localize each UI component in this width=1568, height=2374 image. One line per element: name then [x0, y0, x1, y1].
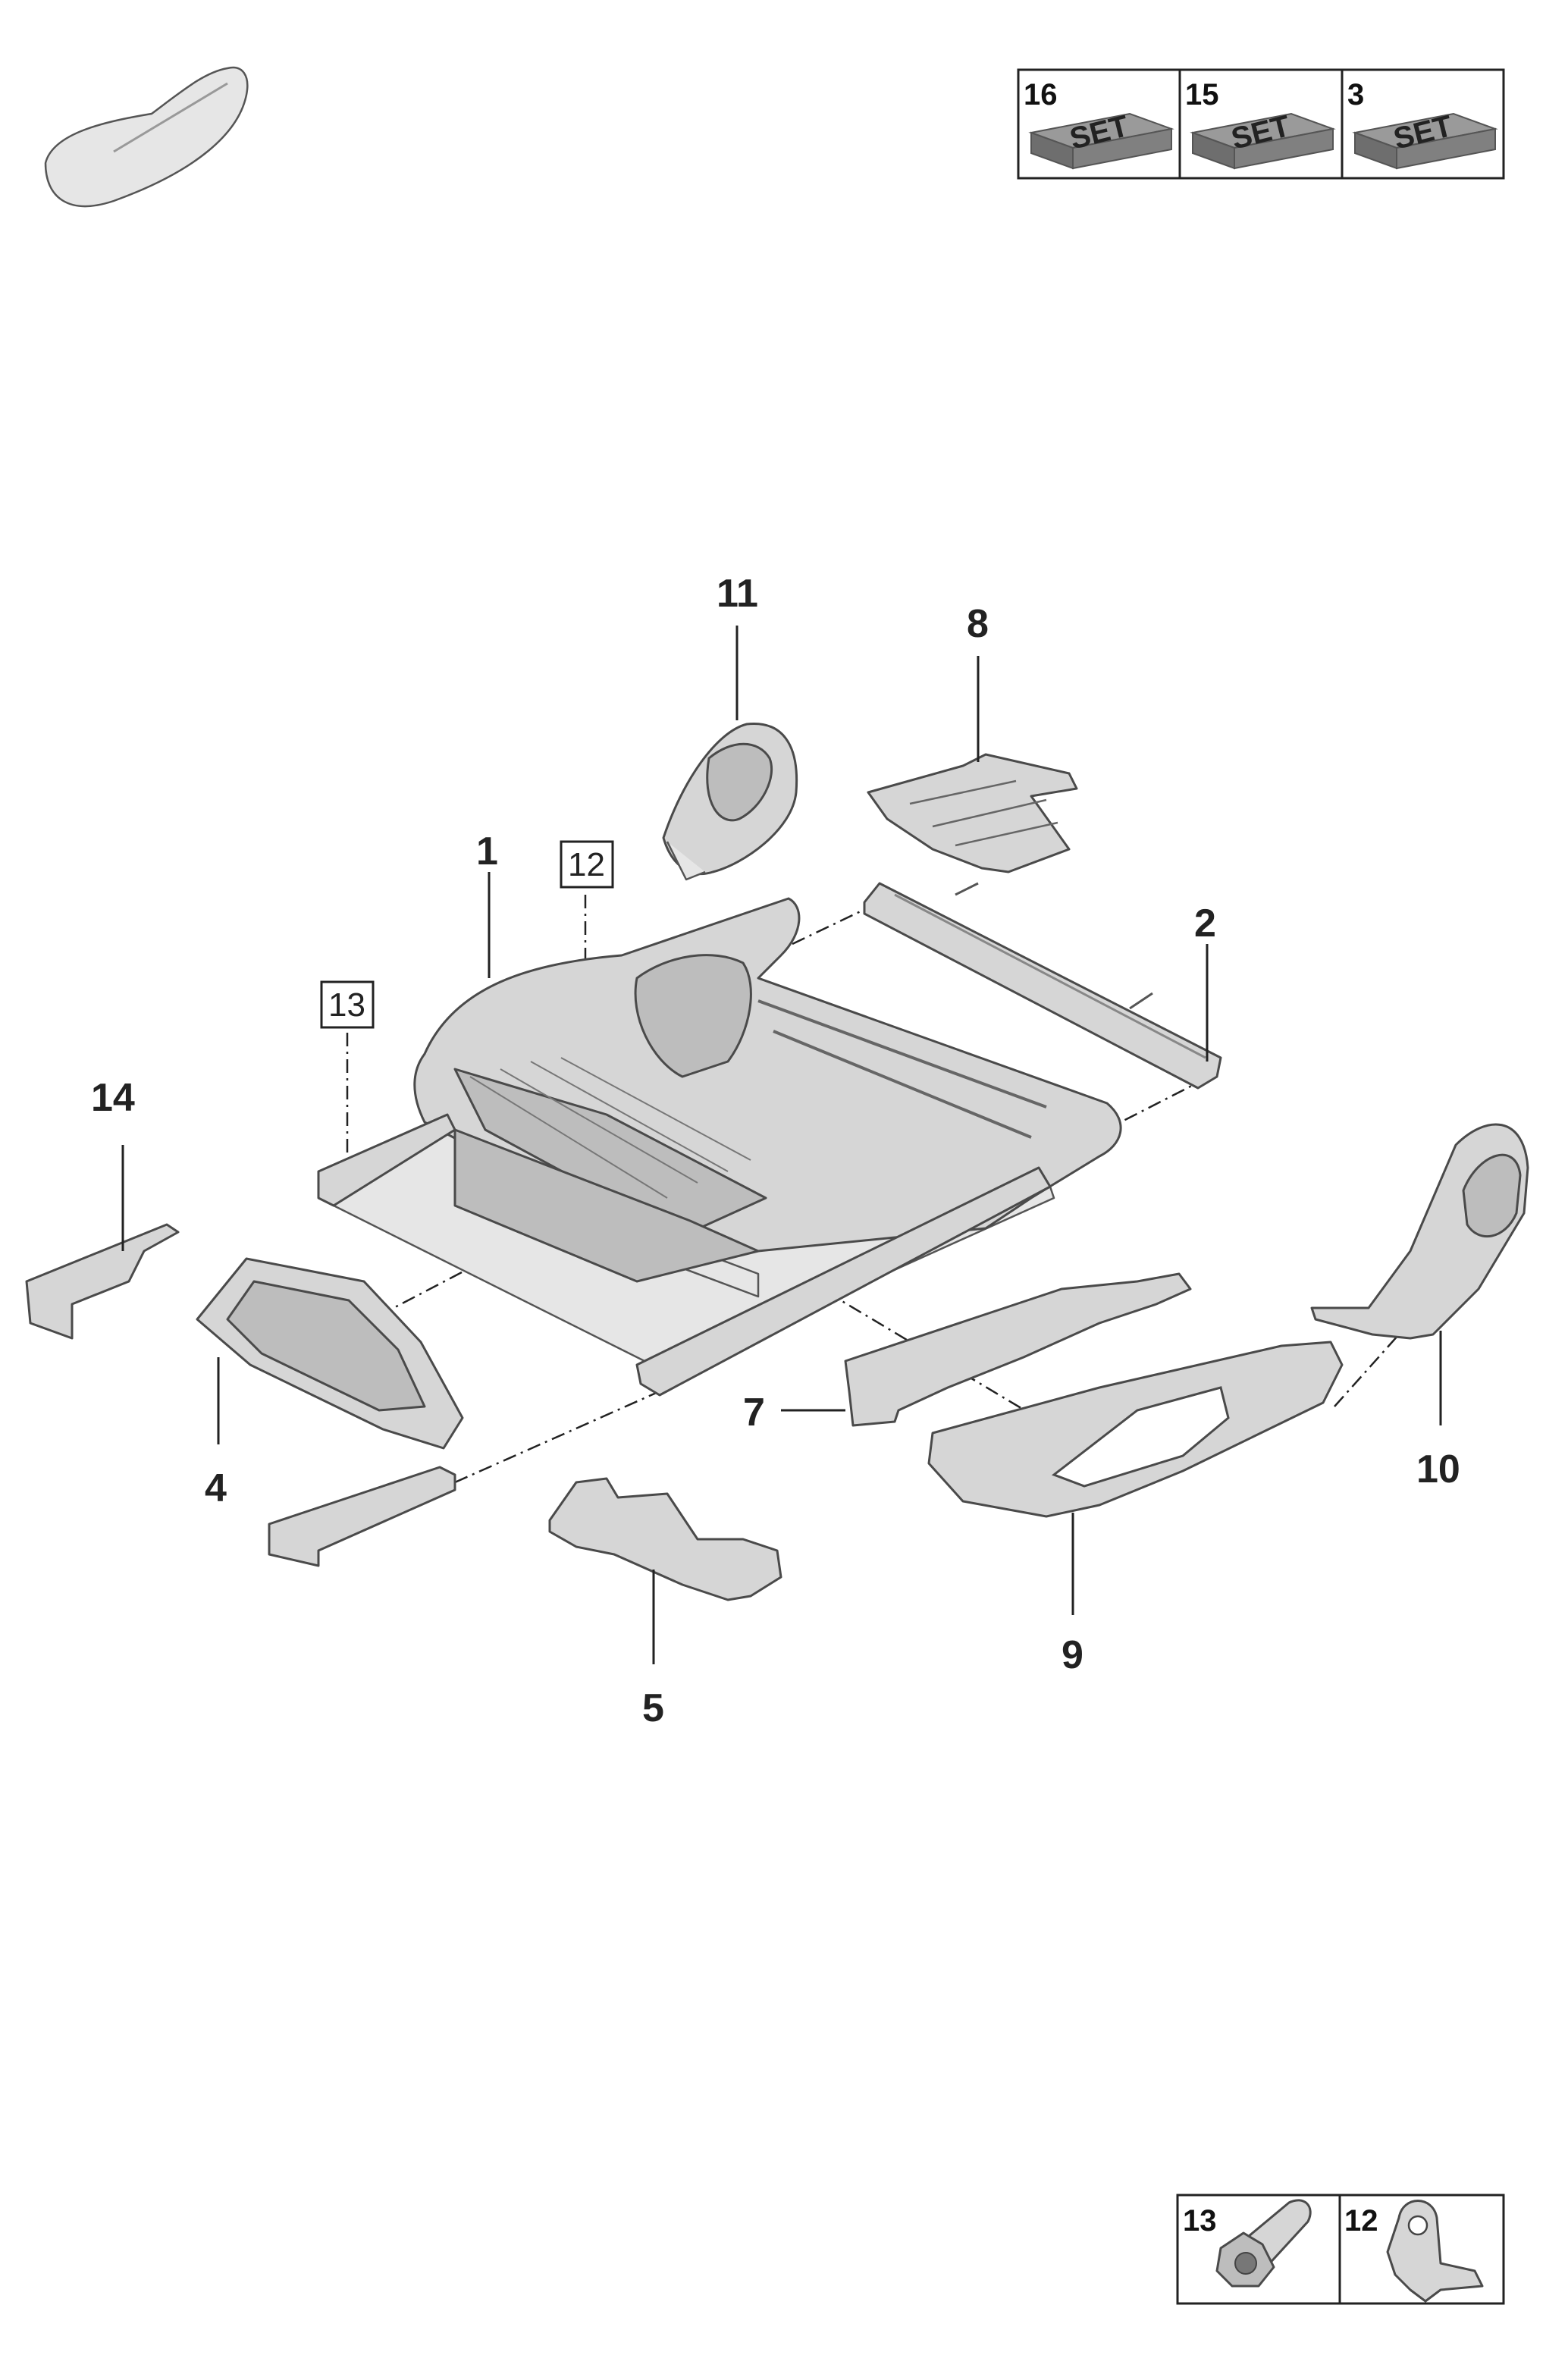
boxed-callout-13-label: 13	[328, 986, 365, 1024]
vehicle-thumbnail-icon	[44, 66, 249, 208]
part-2-rail	[863, 882, 1222, 1090]
part-5-bracket	[548, 1477, 782, 1601]
callout-11: 11	[717, 572, 758, 616]
clip-icon	[1386, 2200, 1484, 2303]
fastener-number: 13	[1183, 2204, 1217, 2238]
part-8-bracket	[867, 753, 1078, 873]
callout-8: 8	[967, 602, 989, 646]
bolt-icon	[1215, 2199, 1312, 2288]
set-number: 16	[1024, 78, 1058, 111]
fastener-number: 12	[1344, 2204, 1378, 2238]
set-table: 16 SET 15 SET 3 SET	[1017, 68, 1505, 180]
set-number: 15	[1185, 78, 1219, 111]
callout-7: 7	[743, 1391, 765, 1435]
callout-9: 9	[1062, 1633, 1083, 1677]
lower-slide-rails	[317, 1113, 1052, 1397]
callout-10: 10	[1416, 1447, 1460, 1491]
fastener-cell-13[interactable]: 13	[1183, 2199, 1312, 2288]
part-lower-left-trim	[268, 1466, 456, 1567]
leader-lines	[121, 626, 1442, 1664]
part-11-cover	[662, 722, 798, 881]
fastener-cell-12[interactable]: 12	[1344, 2200, 1484, 2303]
boxed-callout-13: 13	[320, 980, 375, 1029]
part-10-cover	[1310, 1123, 1529, 1340]
part-14-trim	[25, 1223, 180, 1340]
callout-1: 1	[476, 829, 498, 873]
set-number: 3	[1347, 78, 1364, 111]
part-7-bracket	[844, 1272, 1192, 1427]
set-cell-15[interactable]: 15 SET	[1185, 78, 1336, 170]
callout-5: 5	[642, 1686, 664, 1730]
fastener-table: 13 12	[1176, 2194, 1505, 2305]
part-9-side-trim	[927, 1341, 1344, 1518]
callout-4: 4	[205, 1466, 227, 1510]
boxed-callout-12: 12	[560, 840, 614, 889]
set-cell-16[interactable]: 16 SET	[1024, 78, 1174, 170]
boxed-callout-12-label: 12	[568, 846, 605, 883]
part-4-trim-cover	[196, 1257, 464, 1450]
callout-2: 2	[1194, 902, 1216, 946]
set-cell-3[interactable]: 3 SET	[1347, 78, 1498, 170]
callout-14: 14	[91, 1076, 135, 1120]
callout-labels: 1 2 11 8 14 4 5 7 9 10	[91, 572, 1460, 1730]
